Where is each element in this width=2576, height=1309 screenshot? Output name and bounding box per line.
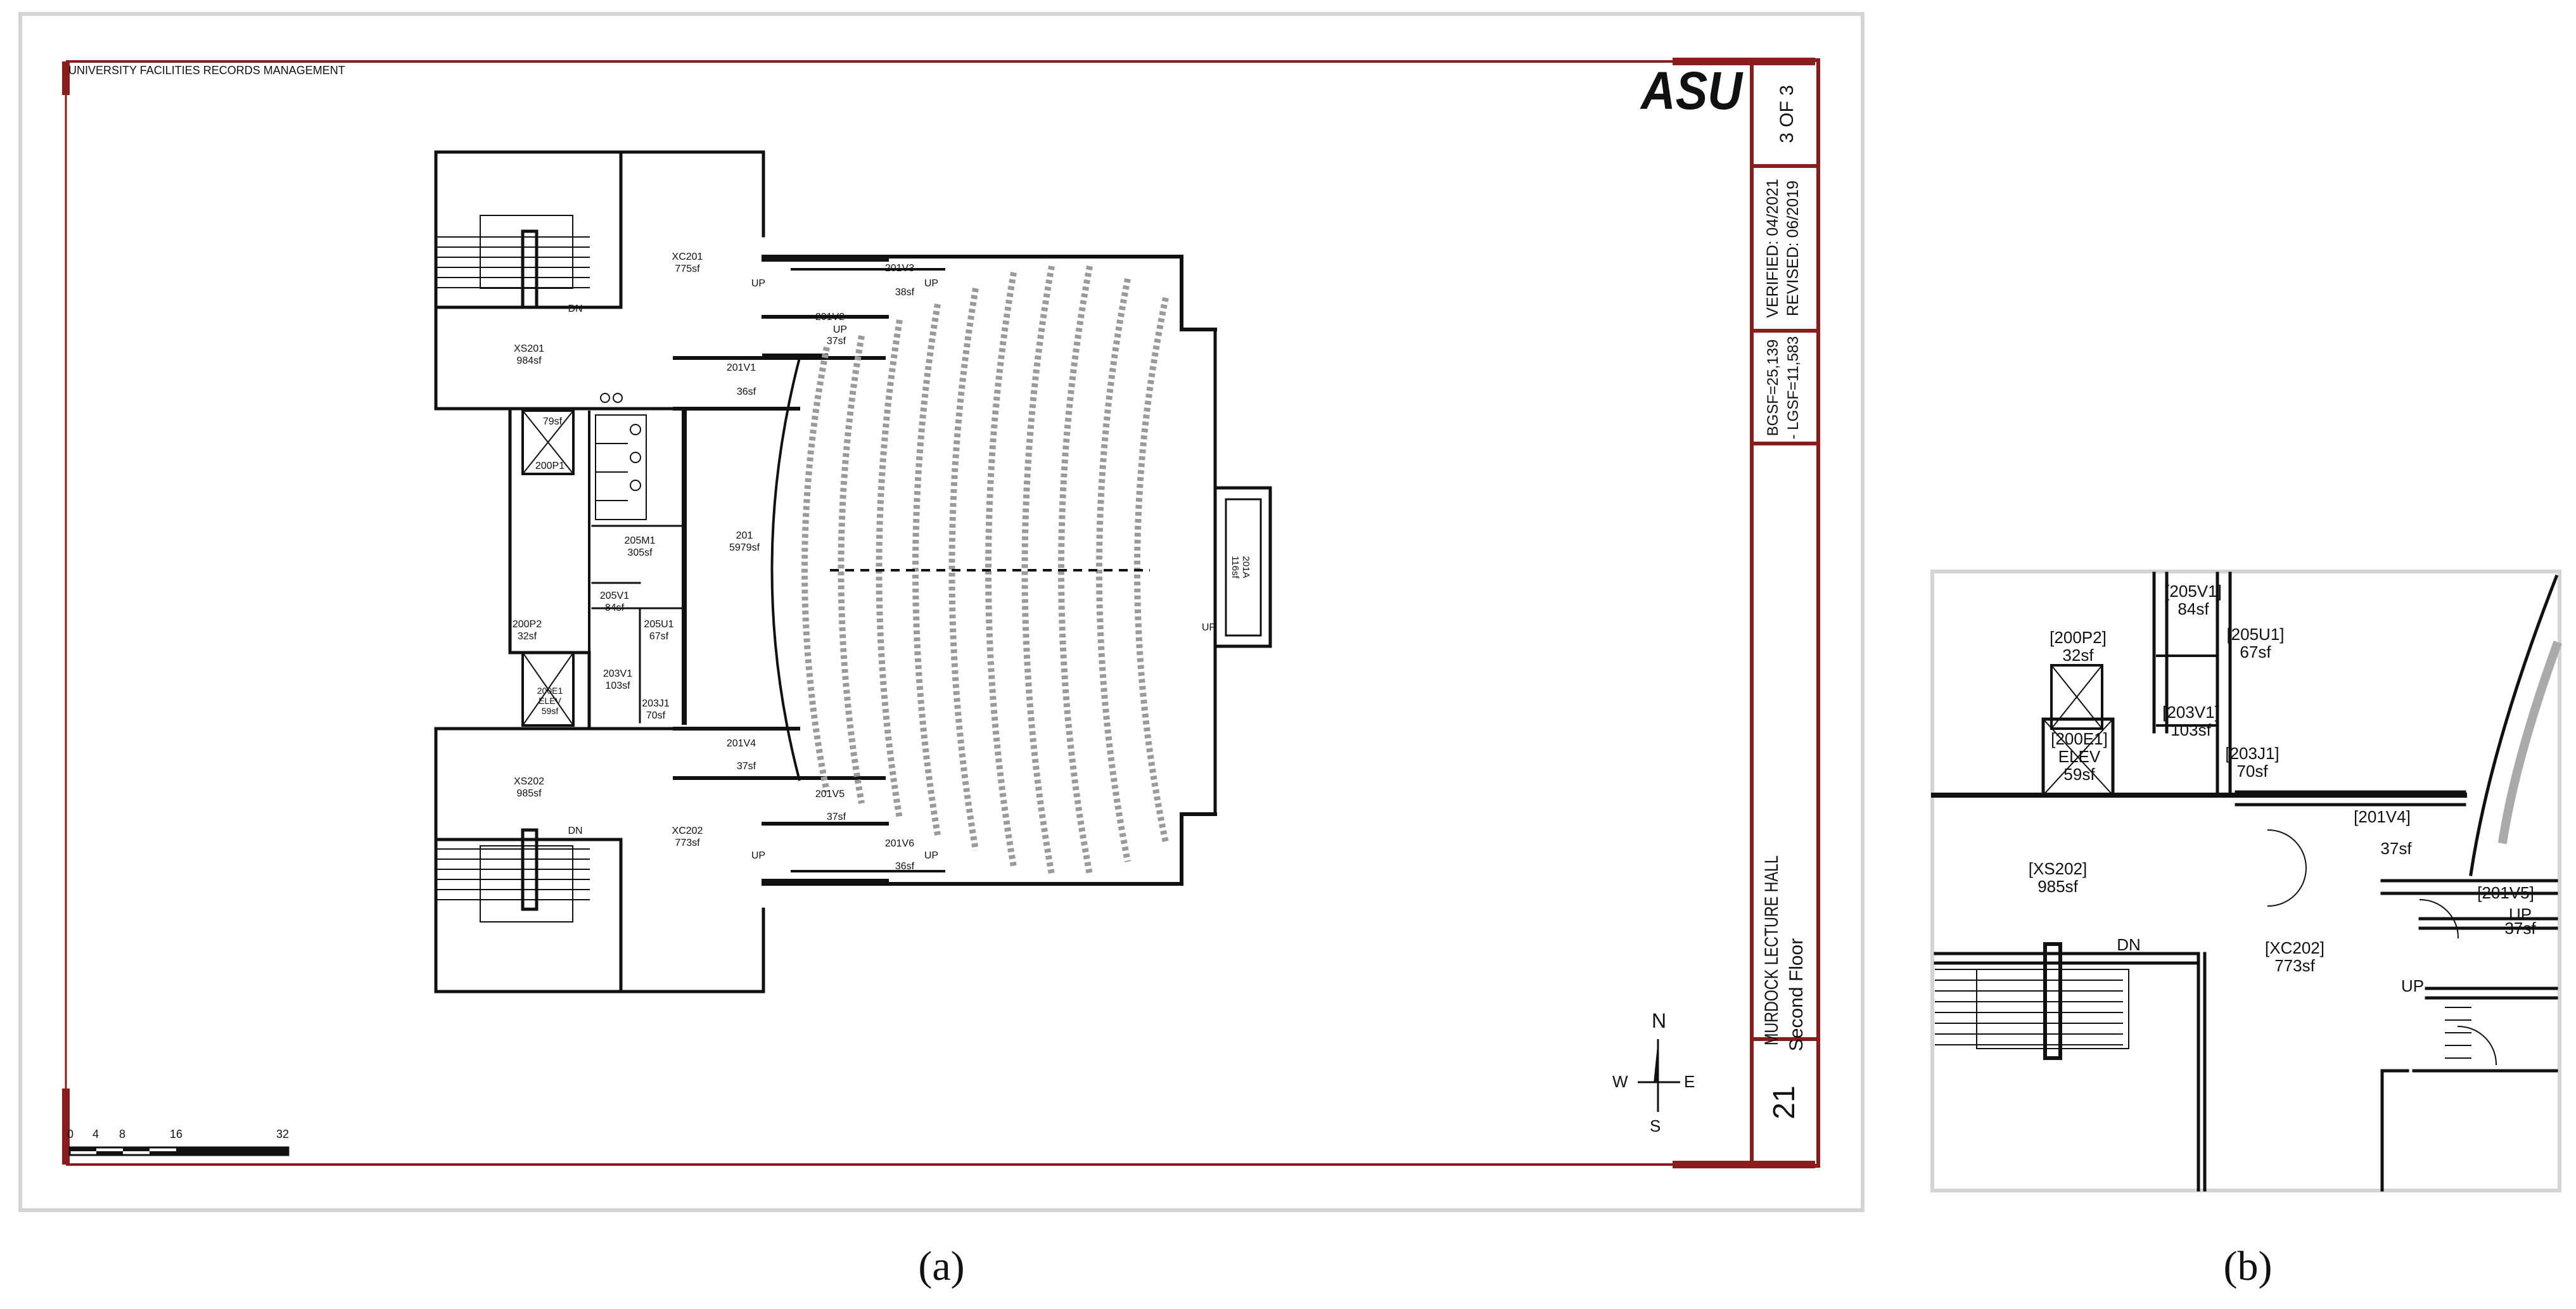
label-dn-upper: DN (568, 303, 582, 314)
detail-201v5: [201V5]37sf (2477, 883, 2536, 938)
label-dn-lower: DN (568, 826, 582, 836)
lower-stair-rail (521, 828, 539, 911)
detail-plan (1931, 571, 2562, 1192)
compass-n: N (1652, 1009, 1666, 1032)
detail-203j1: [203J1]70sf (2225, 744, 2279, 781)
label-up-2: UP (924, 278, 938, 289)
scale-4: 4 (92, 1128, 99, 1140)
detail-elevator (2041, 717, 2115, 797)
caption-b: (b) (2224, 1243, 2273, 1289)
elevator-upper (521, 409, 575, 475)
sheet-of: 3 OF 3 (1776, 85, 1797, 143)
detail-elevator-upper (2050, 664, 2103, 730)
label-79sf: 79sf (543, 416, 563, 427)
lgsf-value: - LGSF=11,583 (1785, 336, 1802, 440)
detail-203v1: [203V1]103sf (2162, 703, 2219, 739)
asu-logo: ASU (1640, 61, 1744, 120)
panel-a: UNIVERSITY FACILITIES RECORDS MANAGEMENT… (18, 12, 1865, 1212)
detail-xc202: [XC202]773sf (2265, 938, 2324, 975)
revised-date: REVISED: 06/2019 (1784, 181, 1802, 316)
elevator-lower (521, 651, 575, 727)
compass-e: E (1684, 1072, 1695, 1091)
panel-a-border (18, 12, 1865, 1212)
floor-name: Second Floor (1786, 938, 1807, 1051)
scale-32: 32 (276, 1128, 289, 1140)
restroom-fixtures (595, 393, 647, 520)
label-up-3: UP (833, 324, 847, 335)
scale-bar: 0 4 8 16 32 (67, 1128, 290, 1156)
detail-200p2: [200P2]32sf (2050, 628, 2107, 665)
bgsf-value: BGSF=25,139 (1764, 340, 1782, 437)
detail-205u1: [205U1]67sf (2226, 625, 2284, 661)
label-up-6: UP (1202, 622, 1216, 633)
label-up-1: UP (751, 278, 765, 289)
scale-8: 8 (119, 1128, 125, 1140)
sheet-header: UNIVERSITY FACILITIES RECORDS MANAGEMENT (68, 64, 345, 77)
title-block (1750, 58, 1820, 1168)
projection-booth (1225, 498, 1262, 637)
auditorium-seating (770, 265, 1169, 875)
svg-text:ASU: ASU (1640, 61, 1744, 120)
building-number: 21 (1768, 1085, 1801, 1119)
drawing-frame (62, 58, 1815, 1168)
detail-up-1: UP (2509, 905, 2532, 924)
compass-s: S (1650, 1116, 1661, 1135)
label-201a: 201A116sf (1230, 556, 1251, 578)
compass-w: W (1612, 1072, 1628, 1091)
detail-201v4: [201V4]37sf (2354, 807, 2412, 858)
scale-16: 16 (170, 1128, 182, 1140)
building-name: MURDOCK LECTURE HALL (1761, 855, 1782, 1045)
detail-stair-rail (2043, 942, 2062, 1060)
label-up-4: UP (751, 850, 765, 861)
north-arrow: N S W E (1612, 1009, 1695, 1135)
floor-plan (434, 150, 1272, 993)
room-labels-b: [205V1]84sf [205U1]67sf [200P2]32sf [203… (2029, 582, 2537, 995)
scale-0: 0 (67, 1128, 73, 1140)
label-up-5: UP (924, 850, 938, 861)
caption-a: (a) (918, 1243, 964, 1289)
panel-b: [205V1]84sf [205U1]67sf [200P2]32sf [203… (1930, 570, 2562, 1192)
lower-stair (435, 845, 590, 923)
upper-stair-rail (521, 229, 539, 309)
verified-date: VERIFIED: 04/2021 (1764, 179, 1782, 318)
detail-205v1: [205V1]84sf (2165, 582, 2222, 618)
upper-stair (435, 215, 590, 289)
label-200p1: 200P1 (535, 461, 564, 471)
detail-xs202: [XS202]985sf (2029, 859, 2088, 896)
detail-dn: DN (2117, 935, 2141, 954)
detail-up-2: UP (2401, 976, 2424, 995)
